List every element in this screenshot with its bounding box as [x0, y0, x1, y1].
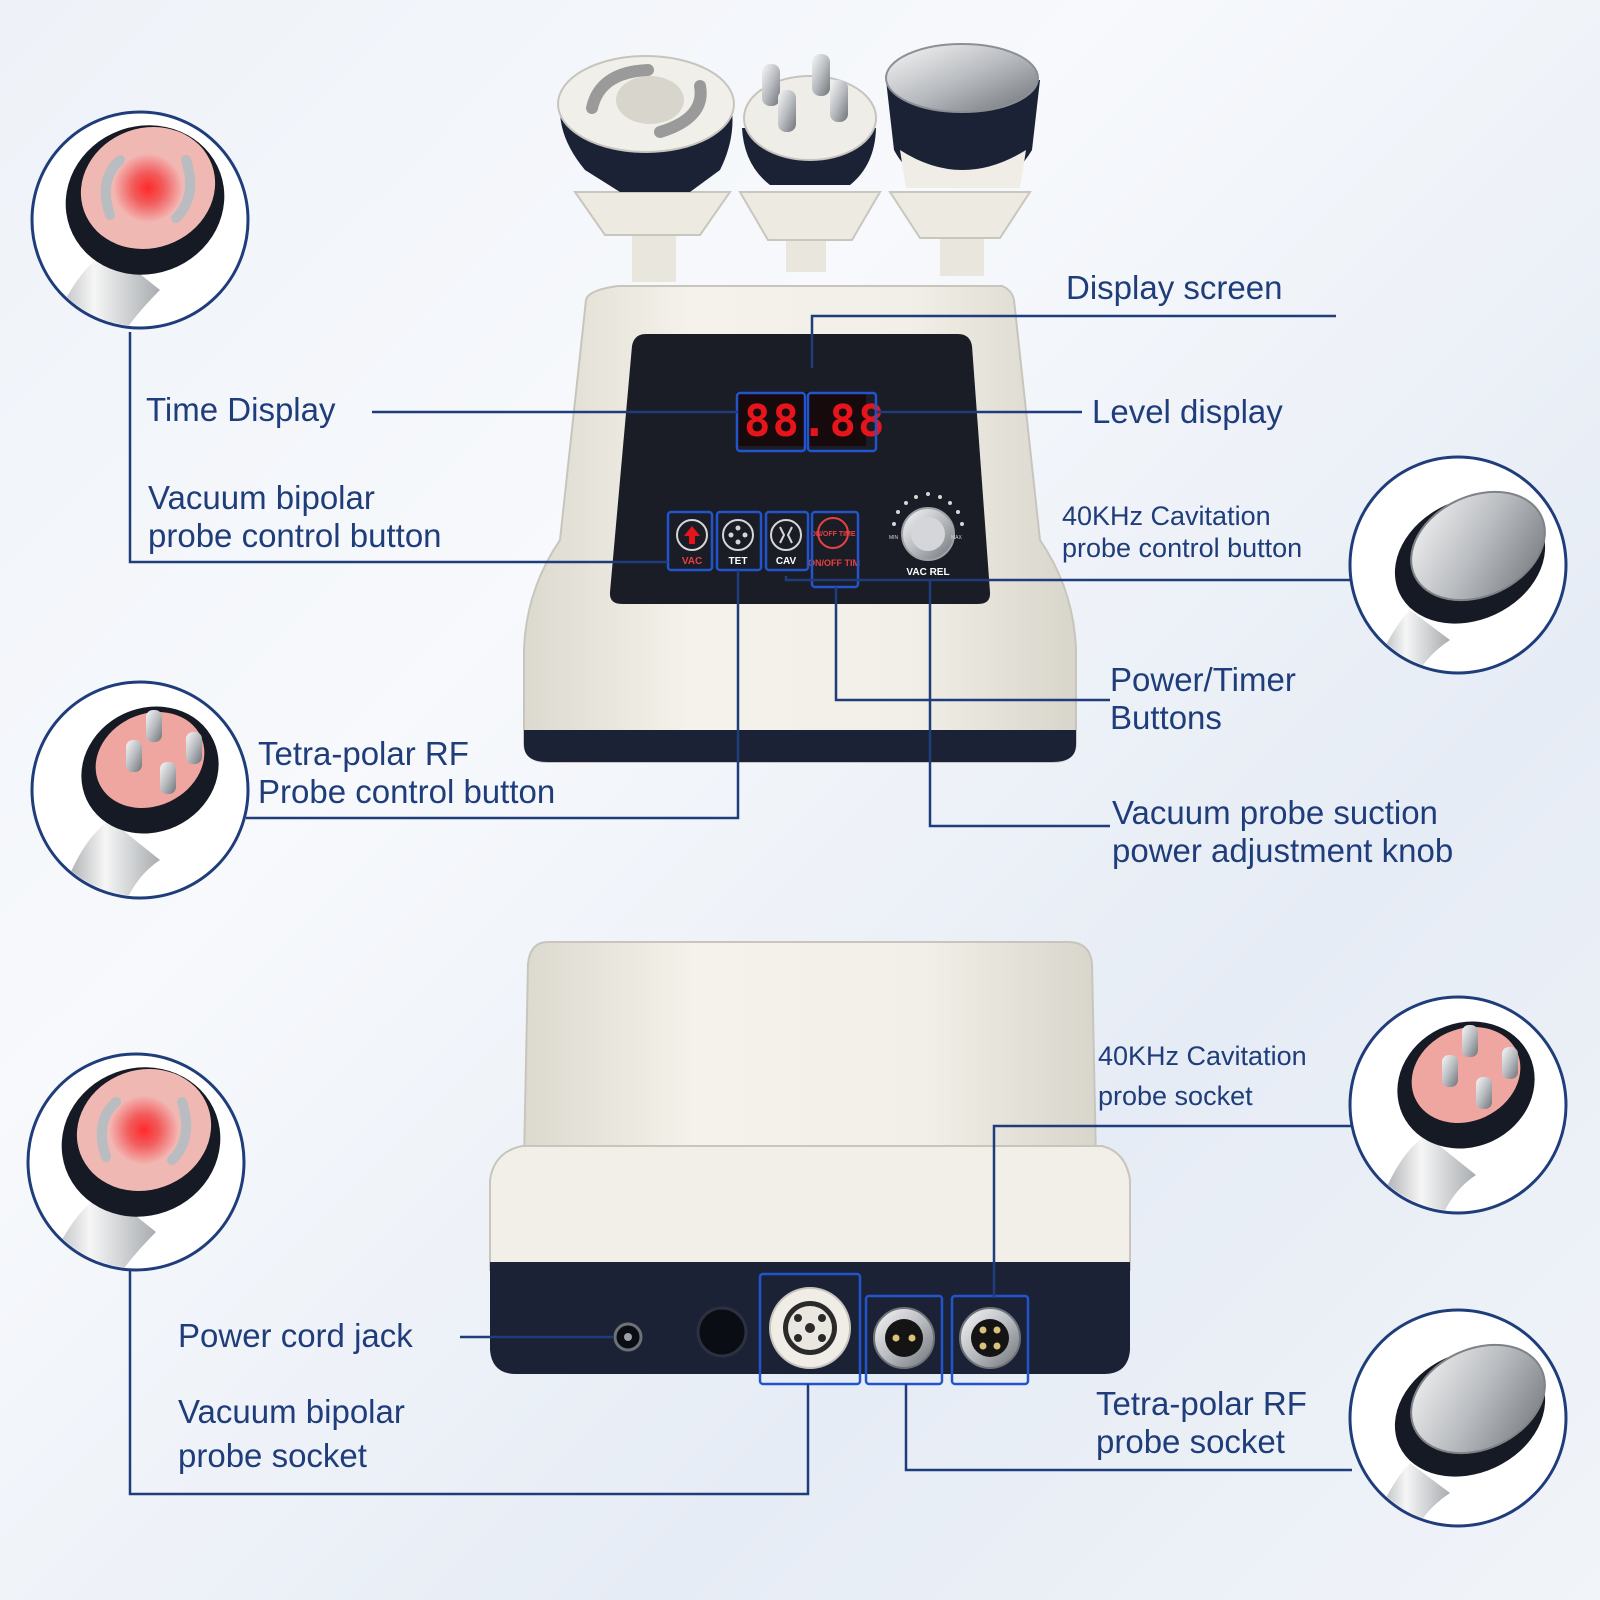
tetra-socket-label-line1: Tetra-polar RF — [1096, 1385, 1307, 1422]
vacuum-probe-thumbnail-top — [30, 110, 250, 330]
cavitation-socket-probe-thumbnail — [1348, 1308, 1568, 1528]
power-switch[interactable] — [696, 1306, 748, 1358]
cavitation-button-label-line1: 40KHz Cavitation — [1062, 501, 1271, 531]
main-unit: 88.88 VAC TET CAV ON/OFF TIME ON/OFF TIM — [523, 43, 1077, 763]
time-display-label: Time Display — [146, 391, 336, 428]
tetrapolar-probe-thumbnail — [30, 680, 250, 900]
led-display: 88.88 — [744, 396, 886, 447]
tet-button[interactable]: TET — [722, 519, 754, 567]
cavitation-probe-thumbnail — [1348, 455, 1568, 675]
vacuum-socket-label-line1: Vacuum bipolar — [178, 1393, 405, 1430]
cavitation-probe-head — [885, 43, 1040, 276]
power-cord-jack[interactable] — [613, 1322, 643, 1352]
power-timer-label-line2: Buttons — [1110, 699, 1222, 736]
tetra-button-label-line2: Probe control button — [258, 773, 556, 810]
power-timer-button[interactable]: ON/OFF TIME ON/OFF TIM — [808, 517, 860, 568]
suction-knob[interactable]: MIN MAX VAC REL — [889, 492, 964, 578]
knob-max-label: MAX — [951, 535, 963, 541]
tetrapolar-socket-probe-thumbnail — [1348, 995, 1568, 1215]
vacuum-button-label-line1: Vacuum bipolar — [148, 479, 375, 516]
callout-lines — [128, 314, 1352, 1496]
vac-button[interactable]: VAC — [676, 519, 708, 567]
power-cord-jack-label: Power cord jack — [178, 1317, 413, 1354]
tetrapolar-probe-head — [738, 54, 882, 272]
cav-button[interactable]: CAV — [770, 519, 802, 567]
top-highlights — [666, 391, 878, 589]
power-timer-upper-label: ON/OFF TIME — [810, 531, 855, 538]
power-timer-lower-label: ON/OFF TIM — [808, 558, 860, 568]
level-display-label: Level display — [1092, 393, 1283, 430]
rear-unit — [489, 941, 1131, 1374]
cavitation-button-label-line2: probe control button — [1062, 533, 1303, 563]
vacuum-socket-label-line2: probe socket — [178, 1437, 367, 1474]
knob-min-label: MIN — [889, 535, 899, 541]
tetra-socket-label-line2: probe socket — [1096, 1423, 1285, 1460]
cavitation-socket-label-line2: probe socket — [1098, 1081, 1253, 1111]
vacuum-button-label-line2: probe control button — [148, 517, 442, 554]
vacuum-probe-socket[interactable] — [769, 1287, 851, 1369]
display-panel: 88.88 — [609, 334, 991, 604]
power-timer-label-line1: Power/Timer — [1110, 661, 1296, 698]
knob-label-line2: power adjustment knob — [1112, 832, 1454, 869]
knob-label: VAC REL — [906, 567, 949, 578]
vac-button-label: VAC — [682, 556, 702, 567]
cavitation-probe-socket[interactable] — [959, 1307, 1021, 1369]
tetrapolar-probe-socket[interactable] — [873, 1307, 935, 1369]
tetra-button-label-line1: Tetra-polar RF — [258, 735, 469, 772]
display-screen-label: Display screen — [1066, 269, 1283, 306]
vacuum-probe-thumbnail-bottom — [26, 1052, 246, 1272]
vacuum-probe-head — [557, 55, 735, 282]
cav-button-label: CAV — [776, 556, 797, 567]
knob-label-line1: Vacuum probe suction — [1112, 794, 1438, 831]
cavitation-socket-label-line1: 40KHz Cavitation — [1098, 1041, 1307, 1071]
tet-button-label: TET — [729, 556, 748, 567]
bottom-highlights — [758, 1272, 1030, 1386]
